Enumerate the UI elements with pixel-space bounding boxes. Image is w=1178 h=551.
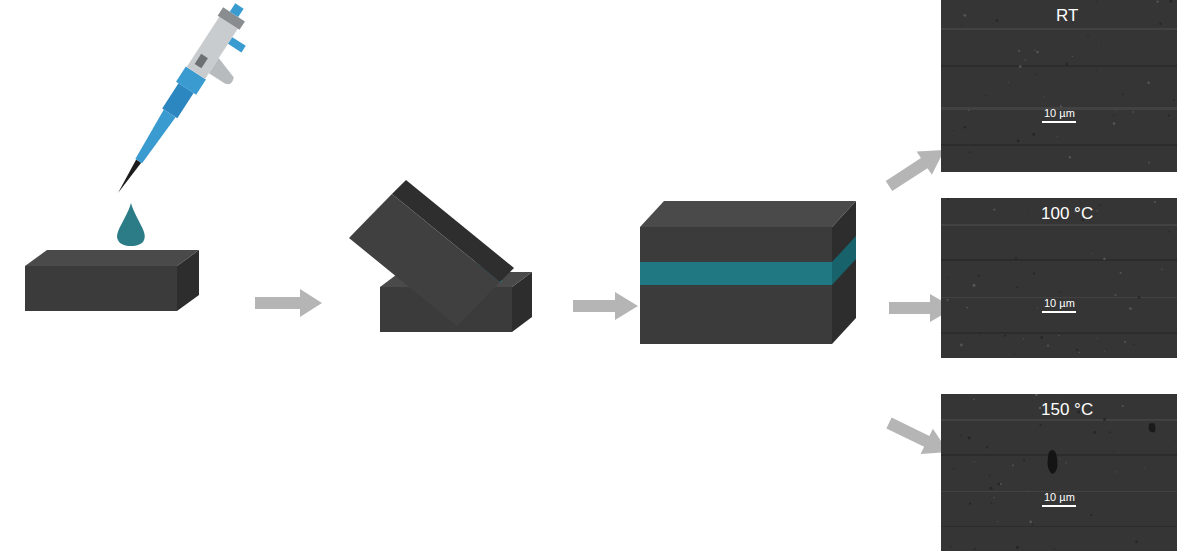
process-arrow [255,289,322,317]
process-arrow [573,292,638,320]
condition-label: 150 °C [1041,400,1093,420]
bonded-cube [640,201,856,344]
sem-image: 100 °C 10 µm [941,198,1177,358]
scale-bar-label: 10 µm [1044,107,1075,119]
pipette [107,0,269,212]
scale-bar [1042,311,1076,313]
assembly-block [349,180,532,332]
scale-bar [1042,121,1076,123]
condition-label: 100 °C [1041,204,1093,224]
sem-image: 150 °C 10 µm [941,394,1177,551]
scale-bar-label: 10 µm [1044,491,1075,503]
sem-texture [941,0,1177,172]
sem-image: RT 10 µm [941,0,1177,172]
condition-label: RT [1056,6,1078,26]
scale-bar [1042,505,1076,507]
substrate-block [25,250,199,311]
droplet [117,203,145,246]
scale-bar-label: 10 µm [1044,297,1075,309]
